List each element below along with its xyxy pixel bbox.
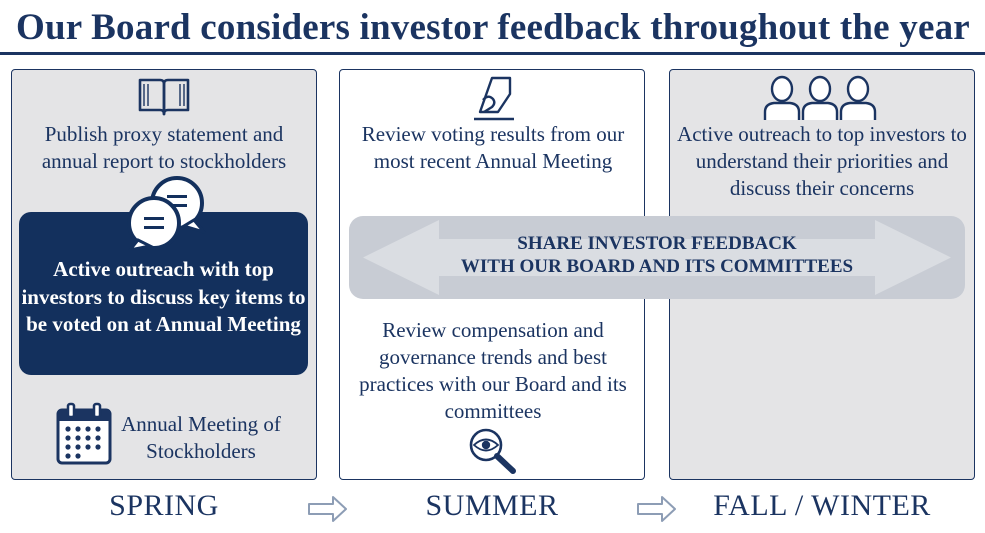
season-label-summer: SUMMER <box>425 489 559 522</box>
right-arrow-icon <box>637 496 676 522</box>
share-feedback-text: SHARE INVESTOR FEEDBACK WITH OUR BOARD A… <box>349 232 965 278</box>
review-voting-text: Review voting results from our most rece… <box>361 122 625 173</box>
calendar-icon <box>56 402 112 465</box>
season-label-fall-winter: FALL / WINTER <box>713 489 931 522</box>
magnifier-eye-icon <box>469 428 516 474</box>
review-compensation-text: Review compensation and governance trend… <box>359 318 627 423</box>
right-arrow-icon <box>308 496 347 522</box>
share-feedback-arrow <box>349 216 965 299</box>
annual-meeting-text: Annual Meeting of Stockholders <box>121 412 281 463</box>
publish-proxy-text: Publish proxy statement and annual repor… <box>41 122 287 173</box>
ballot-icon <box>474 76 514 121</box>
share-feedback-line2: WITH OUR BOARD AND ITS COMMITTEES <box>460 256 854 277</box>
title-divider <box>0 52 985 55</box>
page-title: Our Board considers investor feedback th… <box>16 7 970 48</box>
season-label-spring: SPRING <box>109 489 219 522</box>
book-icon <box>138 78 190 116</box>
spring-outreach-text: Active outreach with top investors to di… <box>21 257 306 336</box>
share-feedback-line1: SHARE INVESTOR FEEDBACK <box>517 233 797 254</box>
fall-outreach-text: Active outreach to top investors to unde… <box>677 122 967 200</box>
people-icon <box>763 75 877 120</box>
chat-bubbles-icon <box>127 176 206 250</box>
